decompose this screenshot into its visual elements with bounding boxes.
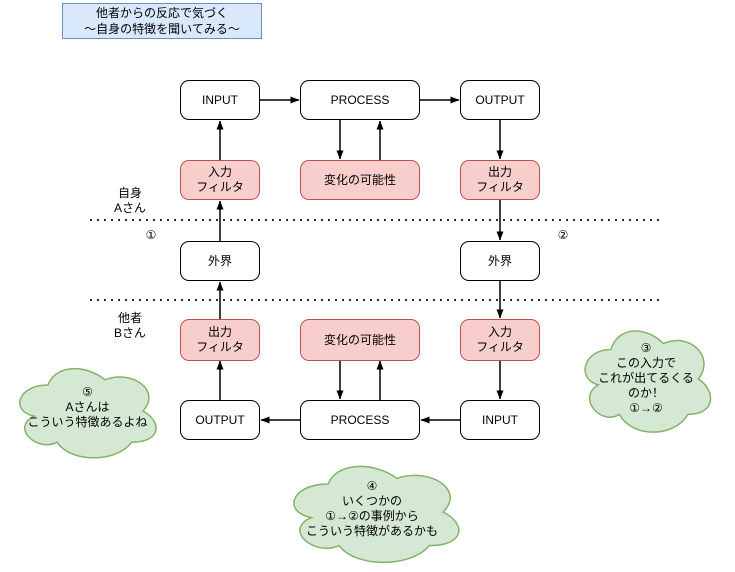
input-node-other: INPUT — [460, 400, 540, 440]
step2-marker: ② — [557, 228, 569, 242]
cloud-shape-5 — [19, 367, 157, 459]
input-filter-node-self: 入力 フィルタ — [180, 160, 260, 200]
diagram-title: 他者からの反応で気づく ～自身の特徴を聞いてみる～ — [62, 3, 262, 39]
cloud5-text: ⑤ Aさんは こういう特徴あるよね — [27, 385, 148, 429]
cloud-shape-4 — [293, 465, 460, 564]
world-node-right: 外界 — [460, 241, 540, 281]
output-node-self: OUTPUT — [460, 80, 540, 120]
step1-marker: ① — [145, 228, 157, 242]
output-node-other: OUTPUT — [180, 400, 260, 440]
self-person-label: 自身 Aさん — [113, 186, 146, 215]
process-node-other: PROCESS — [300, 400, 420, 440]
output-filter-node-self: 出力 フィルタ — [460, 160, 540, 200]
other-person-label: 他者 Bさん — [113, 311, 146, 340]
cloud4-text: ④ いくつかの ①→②の事例から こういう特徴があるかも — [305, 479, 438, 538]
change-possibility-node-other: 変化の可能性 — [300, 319, 420, 361]
cloud-shape-3 — [584, 330, 712, 433]
world-node-left: 外界 — [180, 241, 260, 281]
output-filter-node-other: 出力 フィルタ — [180, 319, 260, 361]
input-node-self: INPUT — [180, 80, 260, 120]
process-node-self: PROCESS — [300, 80, 420, 120]
change-possibility-node-self: 変化の可能性 — [300, 160, 420, 200]
cloud3-text: ③ この入力で これが出てるくる のか！ ①→② — [598, 341, 694, 415]
input-filter-node-other: 入力 フィルタ — [460, 319, 540, 361]
